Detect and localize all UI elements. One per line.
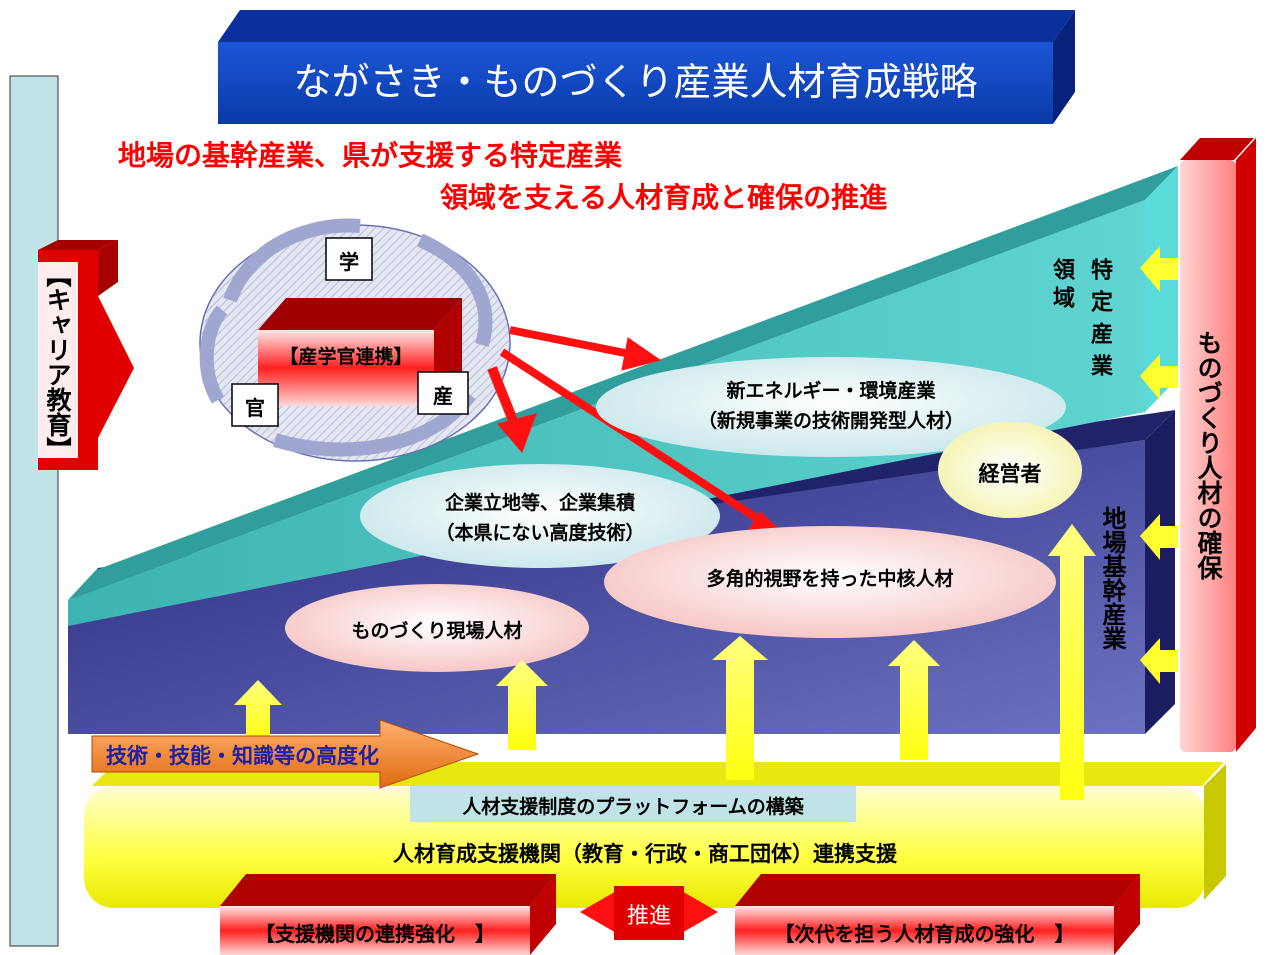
right-panel-side (1236, 138, 1256, 752)
yellow-up-arrows (234, 524, 1096, 800)
career-label: 【キャリア教育】 (43, 262, 72, 462)
bottom-right-side (1114, 874, 1140, 955)
suishin-label: 推進 (626, 904, 671, 929)
page-title: ながさき・ものづくり産業人材育成戦略 (293, 60, 978, 104)
cycle-center-label: 【産学官連携】 (279, 346, 413, 368)
platform-side (1204, 764, 1226, 900)
takakuteki-label: 多角的視野を持った中核人材 (706, 568, 954, 590)
career-arrow-side (98, 240, 118, 296)
teal-wedge-side (1145, 166, 1178, 412)
right-panel-label: ものづくり人材の確保 (1194, 330, 1223, 580)
center-box (258, 330, 434, 406)
advance-arrow-label: 技術・技能・知識等の高度化 (106, 744, 379, 768)
cycle-arrow-1 (223, 218, 361, 303)
cycle-arrow-2 (417, 233, 493, 347)
teal-wedge-top (68, 166, 1178, 600)
region-tokutei-label-a: 特定産業 (1087, 258, 1112, 386)
keieisha-label: 経営者 (978, 462, 1042, 486)
new-energy-line-1: 新エネルギー・環境産業 (726, 380, 936, 402)
ellipse-monozukuri (285, 584, 589, 672)
kigyo-line-1: 企業立地等、企業集積 (444, 492, 635, 514)
new-energy-line-2: （新規事業の技術開発型人材） (697, 410, 964, 432)
cycle-gaku-label: 学 (339, 250, 359, 274)
bottom-left-side (530, 874, 556, 955)
career-arrow-face (38, 262, 78, 458)
career-arrow-top (38, 240, 118, 250)
ellipse-keieisha (938, 422, 1082, 518)
navy-block-side (1145, 410, 1175, 734)
subtitle-line-1: 地場の基幹産業、県が支援する特定産業 (118, 139, 623, 172)
center-box-top (258, 298, 462, 330)
cycle-san-label: 産 (433, 384, 453, 408)
yellow-left-arrows (1140, 246, 1178, 684)
bottom-right-box (735, 906, 1114, 955)
advance-arrow (91, 719, 480, 789)
bottom-right-label: 【次代を担う人材育成の強化 】 (774, 922, 1075, 946)
platform-label: 人材支援制度のプラットフォームの構築 (462, 796, 804, 818)
career-bar (9, 75, 59, 947)
title-box (218, 42, 1053, 124)
right-panel-top (1180, 138, 1254, 160)
bottom-left-label: 【支援機関の連携強化 】 (255, 922, 495, 946)
bottom-right-top (735, 874, 1140, 906)
cycle-kan-label: 官 (245, 396, 265, 420)
kan-box (231, 383, 279, 427)
platform-label-box (410, 786, 856, 822)
bottom-left-top (220, 874, 556, 906)
monozukuri-label: ものづくり現場人材 (351, 620, 523, 642)
support-org-label: 人材育成支援機関（教育・行政・商工団体）連携支援 (393, 842, 897, 866)
san-box (417, 371, 469, 415)
suishin-box (614, 886, 684, 940)
region-jiba-label: 地場基幹産業 (1098, 506, 1126, 650)
ellipse-kigyo (360, 464, 720, 568)
bottom-left-box (220, 906, 530, 955)
gaku-box (325, 237, 373, 281)
title-box-side (1053, 10, 1075, 124)
ellipse-new-energy (596, 357, 1066, 457)
right-panel (1180, 160, 1236, 752)
region-tokutei-label-b: 領域 (1049, 258, 1074, 314)
subtitle-line-2: 領域を支える人材育成と確保の推進 (440, 181, 888, 214)
kigyo-line-2: （本県にない高度技術） (435, 522, 645, 544)
title-box-top (218, 10, 1075, 42)
cycle-arrow-4 (199, 305, 228, 404)
ellipse-takakuteki (604, 526, 1056, 638)
